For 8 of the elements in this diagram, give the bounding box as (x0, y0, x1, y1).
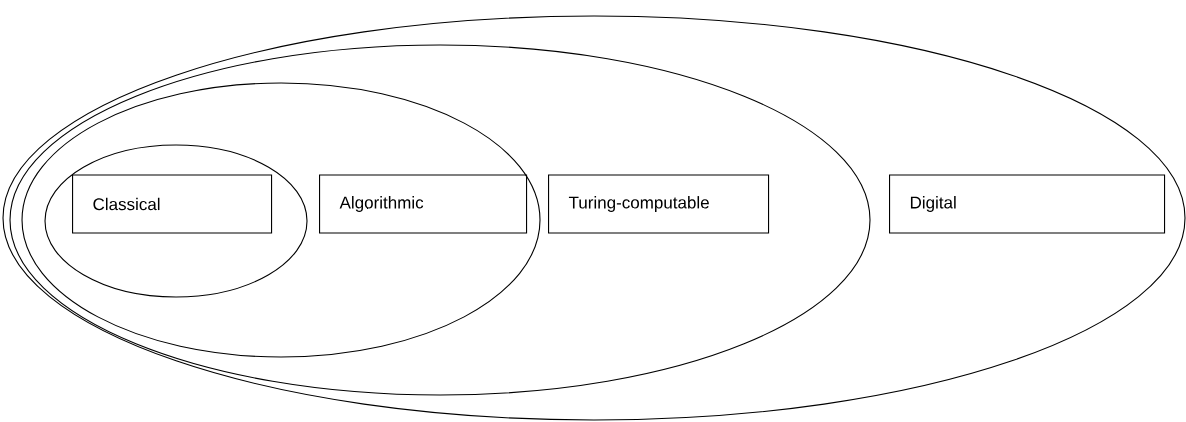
set-ellipse (9, 44, 871, 396)
set-ellipse (2, 15, 1186, 421)
label-box: Digital (889, 174, 1166, 234)
label-box: Classical (72, 174, 273, 234)
label-box: Turing-computable (548, 174, 770, 234)
label-box: Algorithmic (319, 174, 528, 234)
set-ellipse (21, 82, 541, 358)
set-ellipse (44, 144, 308, 298)
